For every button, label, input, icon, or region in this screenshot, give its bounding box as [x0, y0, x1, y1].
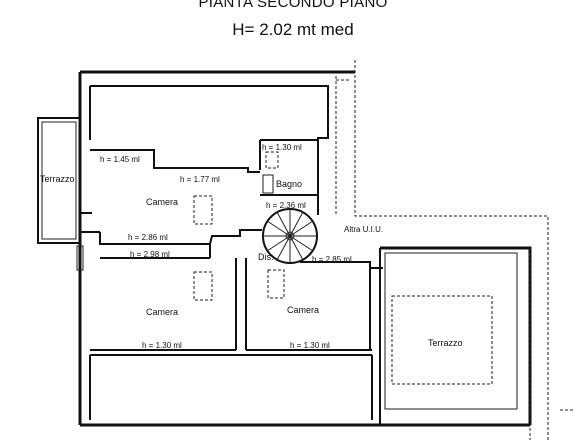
height-label: h = 2.36 ml	[266, 201, 306, 210]
room-label-camera-bottom-mid: Camera	[287, 305, 319, 315]
height-label: h = 1.30 ml	[262, 143, 302, 152]
room-label-terrazzo-left: Terrazzo	[40, 174, 75, 184]
plan-title: PIANTA SECONDO PIANO	[198, 0, 388, 11]
height-label: h = 1.30 ml	[142, 341, 182, 350]
spiral-staircase	[262, 208, 318, 264]
room-label-terrazzo-right: Terrazzo	[428, 338, 463, 348]
height-label: h = 2.85 ml	[312, 255, 352, 264]
plan-subtitle: H= 2.02 mt med	[232, 20, 354, 39]
bathroom	[259, 139, 319, 196]
room-label-bagno: Bagno	[276, 179, 302, 189]
height-label: h = 1.45 ml	[100, 155, 140, 164]
room-label-altra-uiu: Altra U.I.U.	[344, 225, 383, 234]
outer-walls	[78, 70, 532, 427]
height-label: h = 2.98 ml	[130, 250, 170, 259]
neighbour-boundary	[335, 60, 575, 440]
terrace-left	[37, 117, 100, 271]
height-label: h = 1.30 ml	[290, 341, 330, 350]
height-labels: h = 1.45 ml h = 1.77 ml h = 1.30 ml h = …	[100, 143, 352, 350]
room-label-camera-top: Camera	[146, 197, 178, 207]
room-label-camera-bottom-left: Camera	[146, 307, 178, 317]
room-labels: Terrazzo Camera Bagno Altra U.I.U. Dis. …	[40, 174, 463, 348]
interior-walls	[89, 149, 383, 425]
height-label: h = 2.86 ml	[128, 233, 168, 242]
terrace-right	[384, 252, 518, 410]
room-label-dis: Dis.	[258, 252, 274, 262]
window-markers	[193, 195, 285, 301]
height-label: h = 1.77 ml	[180, 175, 220, 184]
